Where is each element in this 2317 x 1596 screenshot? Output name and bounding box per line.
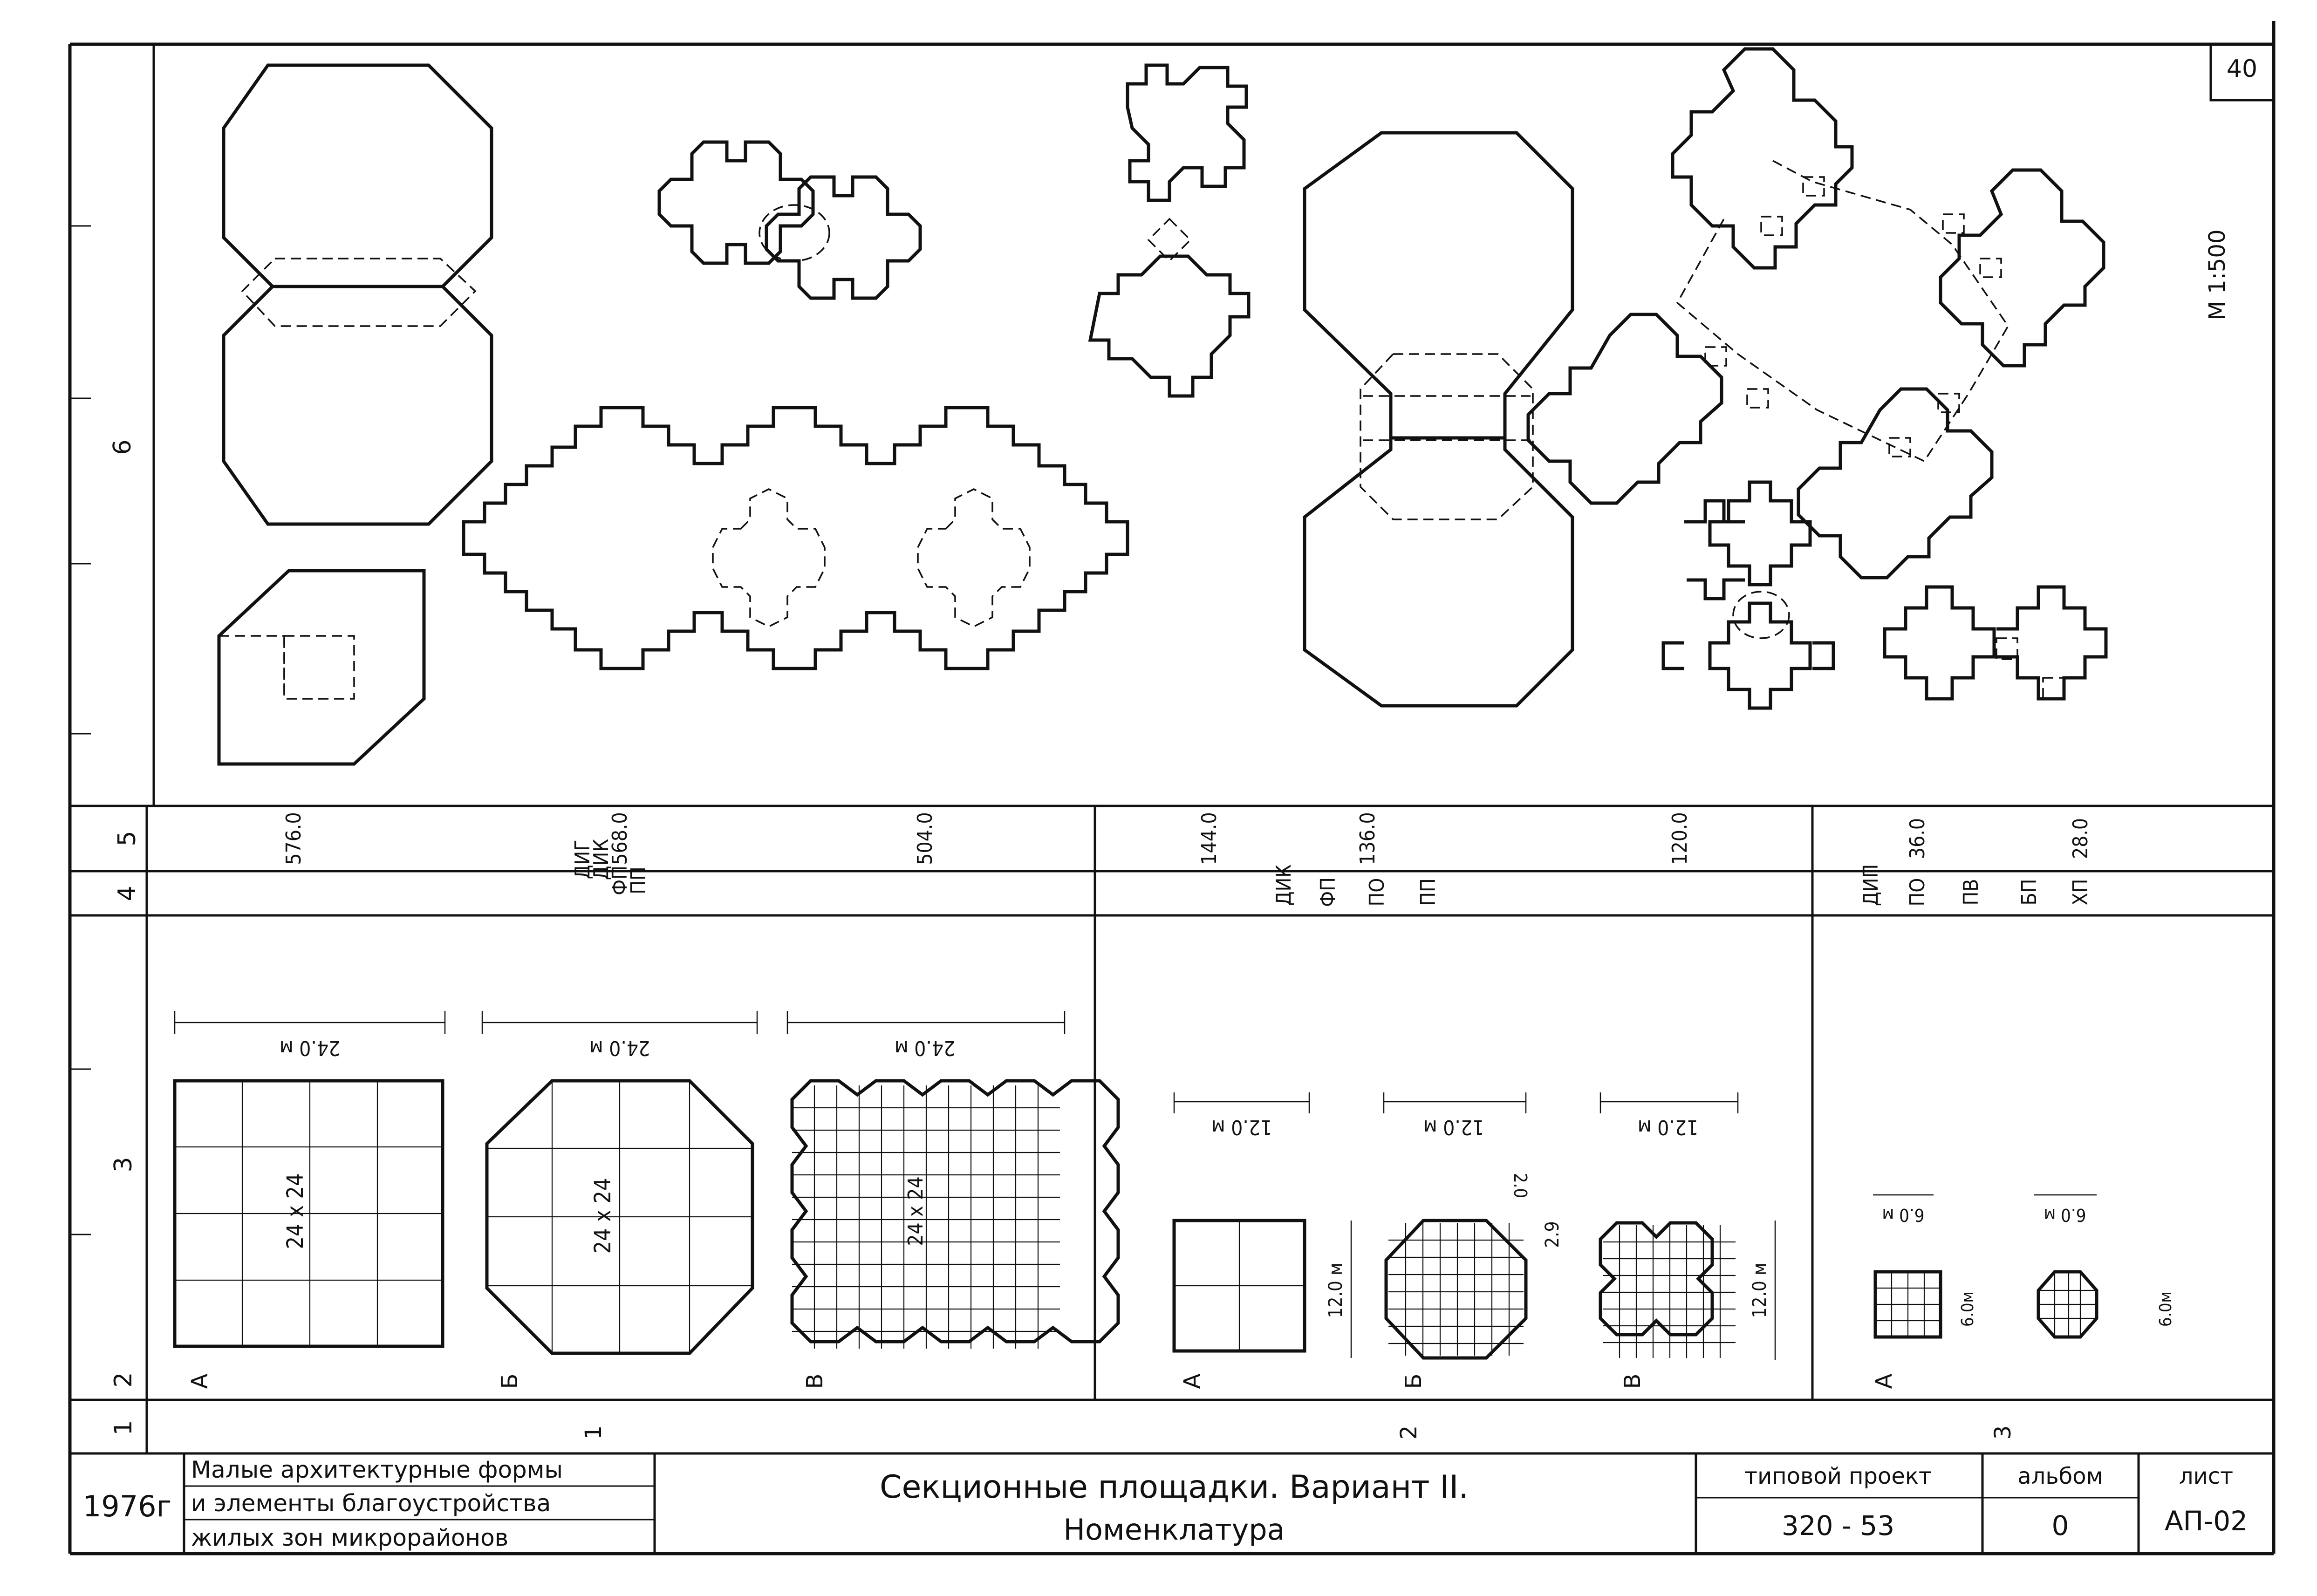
small-vertical-cross-pair [1661,480,1835,710]
dim-12-a: 12.0 м [1211,1115,1272,1139]
dim-2-0: 2.0 [1510,1173,1531,1198]
group-number-1: 1 [581,1425,607,1440]
row-label-2: 2 [109,1372,137,1387]
double-octagon-lower [1303,436,1574,708]
album-value: 0 [2052,1510,2069,1541]
code-3-0: ДИП [1859,864,1883,906]
sheet-number: 40 [2227,55,2257,83]
year: 1976г [83,1489,171,1523]
dim-12-c: 12.0 м [1638,1115,1699,1139]
code-1-1: ДИК [589,839,613,880]
group-number-3: 3 [1990,1425,2016,1440]
row-label-4: 4 [113,886,141,901]
row-label-3: 3 [109,1157,137,1172]
plan-3b: 6.0 м 6.0м [2034,1194,2175,1339]
variant-1a: А [187,1373,213,1389]
grid-label-1: 24 х 24 [282,1173,308,1249]
variant-2a: А [1179,1373,1205,1389]
area-3a: 36.0 [1906,818,1929,859]
code-3-2: ПВ [1959,879,1983,906]
composition-plans [217,47,2108,766]
dim-12-b: 12.0 м [1423,1115,1484,1139]
code-2-2: ПО [1365,878,1389,907]
small-cross-pair [657,140,922,300]
row-label-5: 5 [113,831,141,846]
org-line-3: жилых зон микрорайонов [191,1524,508,1551]
org-line-1: Малые архитектурные формы [191,1456,563,1483]
plan-2a: 12.0 м [1172,1092,1310,1353]
dim-2-9: 2.9 [1542,1221,1563,1248]
row-label-1: 1 [109,1420,137,1435]
dim-12-c-side: 12.0 м [1749,1263,1770,1318]
area-1b: 568.0 [608,812,632,865]
group-number-2: 2 [1396,1425,1422,1440]
unit-plans: 24.0 м 24 х 24 24.0 м 24 х 24 [173,1011,2175,1360]
project-label: типовой проект [1744,1463,1932,1489]
cross-chain [462,406,1129,670]
dim-24-b: 24.0 м [589,1036,650,1060]
dim-6-a: 6.0 м [1882,1205,1925,1225]
cross-cluster [1526,47,2105,580]
double-octagon-upper [1303,131,1574,440]
dim-6-b: 6.0 м [2044,1205,2086,1225]
title-line-1: Секционные площадки. Вариант II. [880,1469,1469,1506]
plan-2b: 12.0 м 12.0 м 2.0 2.9 [1325,1092,1563,1360]
area-2a: 144.0 [1197,812,1221,865]
area-1c: 504.0 [913,812,937,865]
sheet-frame [68,21,2276,1555]
scale-label: М 1:500 [2204,230,2230,321]
variant-2b: Б [1401,1374,1427,1389]
variant-3a: А [1871,1373,1897,1389]
code-3-4: ХП [2069,879,2092,906]
code-1-2: ФП [608,866,632,895]
grid-label-3: 24 х 24 [904,1176,928,1246]
variant-1c: В [802,1374,828,1389]
grid-label-2: 24 х 24 [590,1178,616,1254]
org-line-2: и элементы благоустройства [191,1490,551,1517]
project-value: 320 - 53 [1782,1510,1894,1541]
group-numbers: 1 2 3 [581,1425,2016,1440]
plan-1c: 24.0 м 24 х 24 [786,1011,1120,1349]
plan-1a: 24.0 м 24 х 24 [173,1011,446,1348]
code-1-0: ДИГ [571,840,595,880]
area-2b: 136.0 [1356,812,1380,865]
plan-3a: 6.0 м 6.0м [1873,1194,1977,1339]
variant-1b: Б [497,1374,523,1389]
code-1-3: ПП [627,866,650,894]
octagon-plan-upper [222,63,493,288]
title-block: 1976г Малые архитектурные формы и элемен… [83,1453,2248,1554]
sheet-value: АП-02 [2165,1505,2248,1537]
plan-2c: 12.0 м 12.0 м [1599,1092,1776,1360]
square-plan [217,569,426,766]
horizontal-cross-pair [1883,585,2108,701]
code-3-3: БП [2017,879,2041,906]
code-2-0: ДИК [1272,865,1296,906]
row-label-6: 6 [109,439,137,455]
album-label: альбом [2017,1463,2103,1489]
overlap-dashed [241,258,477,327]
row-labels: 6 5 4 3 2 1 [109,439,141,1435]
title-line-2: Номенклатура [1063,1513,1285,1547]
sheet-label: лист [2179,1463,2233,1489]
plan-1b: 24.0 м 24 х 24 [481,1011,758,1355]
dim-6-b-side: 6.0м [2156,1291,2175,1327]
code-2-3: ПП [1416,878,1440,906]
codes-row: ДИГ ДИК ФП ПП ДИК ФП ПО ПП ДИП ПО ПВ БП … [571,839,2092,907]
variant-2c: В [1620,1374,1646,1389]
variant-letters: А Б В А Б В А [187,1373,1897,1389]
area-1a: 576.0 [282,812,306,865]
dim-24-a: 24.0 м [280,1036,341,1060]
area-2c: 120.0 [1668,812,1692,865]
code-2-1: ФП [1316,877,1340,907]
square-overlap-dashed [283,635,355,700]
dim-6-a-side: 6.0м [1958,1291,1977,1327]
dim-12-side: 12.0 м [1325,1263,1346,1318]
vertical-cross-stack [1088,63,1251,398]
octagon-plan-lower [222,285,493,526]
code-3-1: ПО [1906,878,1929,907]
area-row: 576.0 568.0 504.0 144.0 136.0 120.0 36.0… [282,812,2092,865]
area-3b: 28.0 [2069,818,2092,859]
dim-24-c: 24.0 м [895,1036,956,1060]
